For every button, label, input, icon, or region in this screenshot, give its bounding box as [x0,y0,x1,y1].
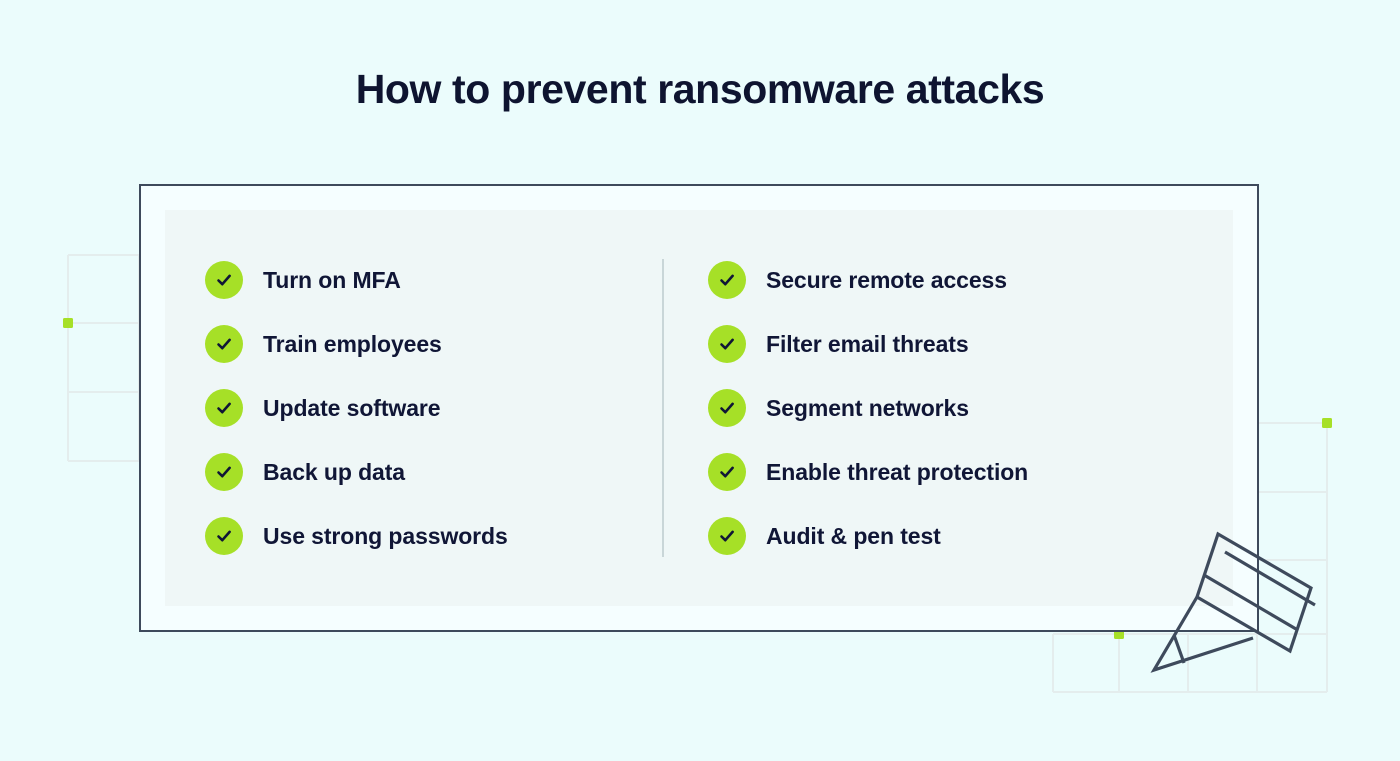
list-item-label: Train employees [263,330,442,357]
list-item[interactable]: Turn on MFA [205,261,662,299]
list-item[interactable]: Use strong passwords [205,517,662,555]
check-icon [205,389,243,427]
grid-left [67,254,140,462]
checklist-column-right: Secure remote access Filter email threat… [664,261,1161,555]
list-item[interactable]: Update software [205,389,662,427]
list-item[interactable]: Audit & pen test [708,517,1161,555]
check-icon [205,453,243,491]
list-item[interactable]: Train employees [205,325,662,363]
accent-dot [63,318,73,328]
list-item[interactable]: Secure remote access [708,261,1161,299]
list-item-label: Segment networks [766,394,969,421]
list-item-label: Enable threat protection [766,458,1029,485]
column-divider [662,259,664,557]
check-icon [205,325,243,363]
list-item-label: Audit & pen test [766,522,941,549]
checklist-columns: Turn on MFA Train employees Update softw… [165,210,1233,606]
list-item-label: Secure remote access [766,266,1007,293]
check-icon [708,261,746,299]
list-item[interactable]: Filter email threats [708,325,1161,363]
list-item[interactable]: Enable threat protection [708,453,1161,491]
list-item-label: Filter email threats [766,330,969,357]
list-item-label: Turn on MFA [263,266,401,293]
list-item-label: Use strong passwords [263,522,508,549]
checklist-column-left: Turn on MFA Train employees Update softw… [165,261,662,555]
list-item[interactable]: Back up data [205,453,662,491]
check-icon [708,453,746,491]
check-icon [205,517,243,555]
list-item-label: Back up data [263,458,405,485]
accent-dot [1322,418,1332,428]
check-icon [708,517,746,555]
check-icon [708,325,746,363]
check-icon [708,389,746,427]
checklist-card-inner-panel [165,210,1233,606]
list-item-label: Update software [263,394,441,421]
list-item[interactable]: Segment networks [708,389,1161,427]
check-icon [205,261,243,299]
page-title: How to prevent ransomware attacks [355,66,1045,112]
